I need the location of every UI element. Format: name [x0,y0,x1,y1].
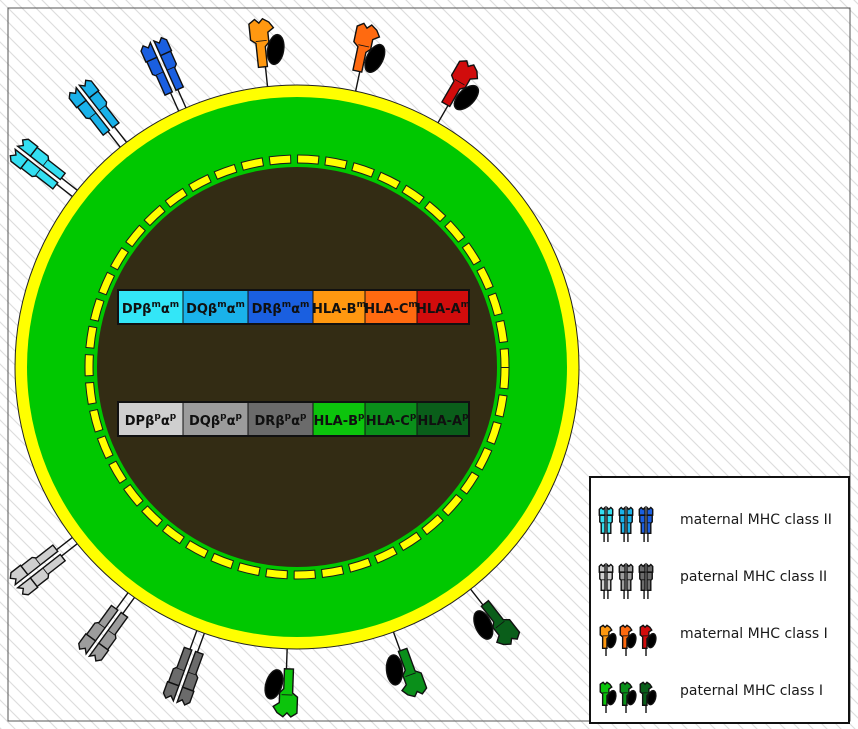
legend-row: maternal MHC class II [598,505,832,542]
legend-label: maternal MHC class II [680,512,832,528]
legend-label: paternal MHC class II [680,569,827,585]
mhc-class2-receptor [638,505,654,542]
gene-cell-bg [416,401,470,437]
mhc-class1-receptor [619,624,637,656]
gene-label: HLA-Cp [366,412,417,429]
gene-cell: DRβpαp [247,401,314,437]
gene-label: DQβpαp [189,412,243,429]
gene-cell: DPβpαp [117,401,184,437]
outer-frame [7,7,851,722]
gene-label: DRβmαm [252,300,310,317]
gene-label: HLA-Am [416,300,470,317]
gene-label: HLA-Ap [417,412,469,429]
gene-label: HLA-Cm [364,300,418,317]
mhc-class1-receptor [619,681,637,713]
gene-cell-bg [416,289,470,325]
gene-cell-bg [364,401,418,437]
gene-cell: DQβpαp [182,401,249,437]
mhc-class1-receptor [421,60,480,151]
legend-label: paternal MHC class I [680,683,823,699]
gene-cell: HLA-Cp [364,401,418,437]
mhc-class2-receptor [9,138,103,217]
mhc-class2-receptor [618,505,634,542]
legend-row: maternal MHC class I [599,624,828,656]
mhc-class1-receptor [639,681,657,713]
nuclear-envelope-gaps [85,155,509,579]
gene-label: DRβpαp [255,412,308,429]
mhc-class2-receptor [9,517,103,596]
gene-cell-bg [117,289,184,325]
gene-cell: HLA-Ap [416,401,470,437]
legend-row: paternal MHC class I [599,681,823,713]
mhc-class1-receptor [599,681,617,713]
mhc-class1-receptor [348,22,386,123]
gene-cell: HLA-Cm [364,289,418,325]
mhc-class2-receptor [162,600,216,706]
mhc-class1-receptor [264,616,299,718]
gene-label: DPβpαp [125,412,177,429]
gene-cell: DPβmαm [117,289,184,325]
gene-cell-bg [247,289,314,325]
gene-bar-border [117,289,470,325]
gene-label: DPβmαm [122,300,179,317]
mhc-class1-receptor [381,601,428,698]
gene-cell: HLA-Bm [312,289,366,325]
nucleus [97,167,497,567]
mhc-class2-receptor [598,505,614,542]
legend-row: paternal MHC class II [598,562,827,599]
gene-cell: DQβmαm [182,289,249,325]
mhc-class2-receptor [598,562,614,599]
legend-box [589,476,850,724]
gene-cell: HLA-Bp [312,401,366,437]
legend: maternal MHC class II paternal MHC class … [589,476,850,724]
gene-bar-border [117,401,470,437]
mhc-class1-receptor [450,563,521,646]
legend-label: maternal MHC class I [680,626,828,642]
mhc-class1-receptor [599,624,617,656]
gene-label: DQβmαm [186,300,245,317]
mhc-class2-receptor [618,562,634,599]
gene-label: HLA-Bm [312,300,366,317]
gene-cell: DRβmαm [247,289,314,325]
gene-cell: HLA-Am [416,289,470,325]
mhc-class2-receptor [638,562,654,599]
mhc-class1-receptor [639,624,657,656]
legend-rows: maternal MHC class II paternal MHC class … [598,505,832,713]
gene-label: HLA-Bp [314,412,366,429]
